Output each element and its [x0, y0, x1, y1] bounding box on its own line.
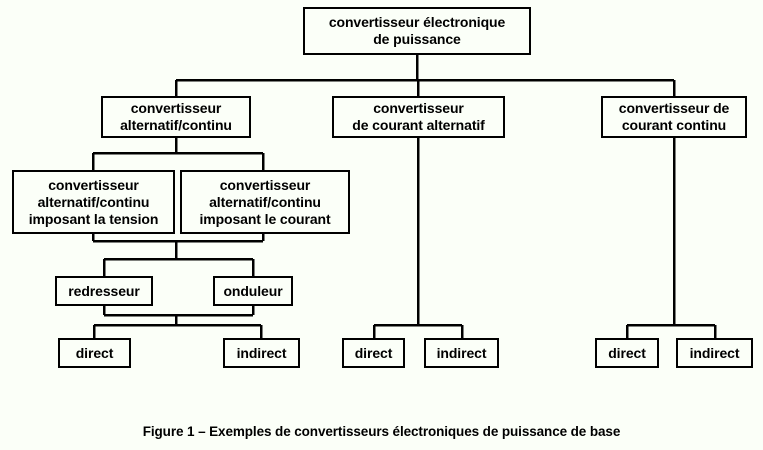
node-ac-direct[interactable]: direct	[342, 338, 405, 368]
node-acdc-direct[interactable]: direct	[58, 338, 131, 368]
node-onduleur[interactable]: onduleur	[213, 276, 293, 306]
node-convertisseur-alternatif-continu[interactable]: convertisseur alternatif/continu	[101, 96, 251, 138]
node-dc-indirect[interactable]: indirect	[676, 338, 753, 368]
node-dc-direct[interactable]: direct	[595, 338, 659, 368]
node-convertisseur-de-courant-continu[interactable]: convertisseur de courant continu	[601, 96, 747, 138]
node-alternatif-continu-imposant-le-courant[interactable]: convertisseur alternatif/continu imposan…	[180, 170, 350, 234]
node-convertisseur-de-courant-alternatif[interactable]: convertisseur de courant alternatif	[332, 96, 505, 138]
node-ac-indirect[interactable]: indirect	[424, 338, 499, 368]
node-alternatif-continu-imposant-la-tension[interactable]: convertisseur alternatif/continu imposan…	[12, 170, 175, 234]
figure-caption: Figure 1 – Exemples de convertisseurs él…	[142, 424, 621, 439]
node-redresseur[interactable]: redresseur	[55, 276, 153, 306]
node-convertisseur-electronique-de-puissance[interactable]: convertisseur électronique de puissance	[303, 7, 531, 55]
node-acdc-indirect[interactable]: indirect	[223, 338, 300, 368]
